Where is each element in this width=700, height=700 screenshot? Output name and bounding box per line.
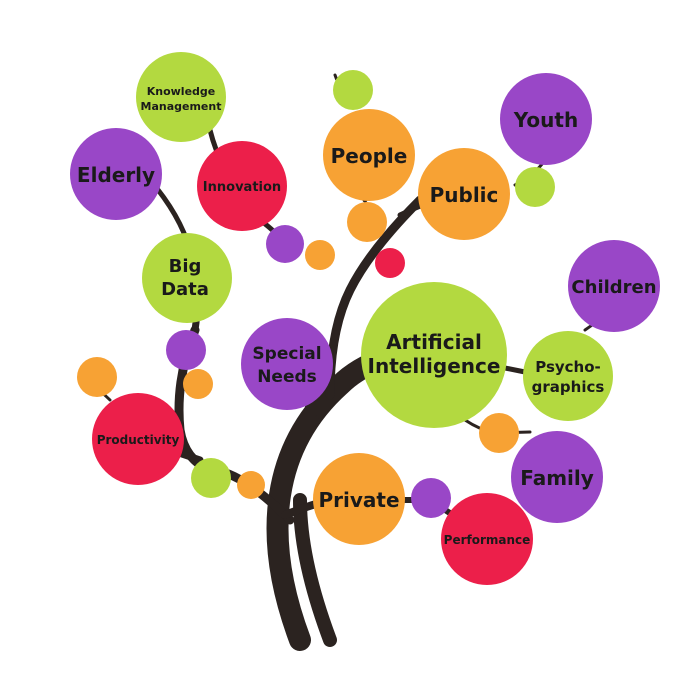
- node-psychographics-label: Psycho-: [535, 358, 601, 376]
- node-knowledge-management-label-2: Management: [141, 100, 222, 113]
- node-people-circle: [323, 109, 415, 201]
- node-big-data-circle: [142, 233, 232, 323]
- node-people-label: People: [331, 144, 408, 168]
- decorative-dots: [77, 70, 555, 518]
- node-innovation-circle: [197, 141, 287, 231]
- node-public-circle: [418, 148, 510, 240]
- node-performance-circle: [441, 493, 533, 585]
- node-psychographics-label-2: graphics: [532, 378, 605, 396]
- node-big-data: Big Data: [142, 233, 232, 323]
- node-people: People: [323, 109, 415, 201]
- dot-purple-bigdata: [166, 330, 206, 370]
- dot-orange-bigdata: [183, 369, 213, 399]
- dot-green-top: [333, 70, 373, 110]
- node-artificial-intelligence-label: Artificial: [386, 330, 482, 354]
- dot-purple-inno: [266, 225, 304, 263]
- node-productivity-label: Productivity: [97, 433, 180, 447]
- node-artificial-intelligence: Artificial Intelligence: [361, 282, 507, 428]
- trunk: [266, 344, 406, 651]
- dot-red-small: [375, 248, 405, 278]
- node-special-needs: Special Needs: [241, 318, 333, 410]
- dot-orange-mid: [347, 202, 387, 242]
- node-public: Public: [418, 148, 510, 240]
- node-youth-circle: [500, 73, 592, 165]
- node-big-data-label-2: Data: [161, 279, 209, 300]
- node-productivity: Productivity: [92, 393, 184, 485]
- dot-orange-ai: [479, 413, 519, 453]
- node-children-circle: [568, 240, 660, 332]
- node-private: Private: [313, 453, 405, 545]
- node-special-needs-label-2: Needs: [257, 367, 317, 387]
- node-private-circle: [313, 453, 405, 545]
- node-performance: Performance: [441, 493, 533, 585]
- node-artificial-intelligence-label-2: Intelligence: [368, 354, 501, 378]
- trunk-fill: [293, 493, 337, 647]
- dot-orange-left: [77, 357, 117, 397]
- node-public-label: Public: [430, 183, 499, 207]
- node-psychographics-circle: [523, 331, 613, 421]
- node-youth-label: Youth: [513, 108, 578, 132]
- dot-green-public: [515, 167, 555, 207]
- node-children: Children: [568, 240, 660, 332]
- node-elderly-label: Elderly: [77, 163, 155, 187]
- node-special-needs-label: Special: [252, 344, 321, 364]
- dot-green-bottom: [191, 458, 231, 498]
- node-children-label: Children: [571, 277, 656, 298]
- dot-orange-bottom: [237, 471, 265, 499]
- dot-purple-private: [411, 478, 451, 518]
- node-family: Family: [511, 431, 603, 523]
- node-productivity-circle: [92, 393, 184, 485]
- node-knowledge-management-label: Knowledge: [147, 85, 216, 98]
- node-innovation-label: Innovation: [203, 180, 281, 195]
- node-performance-label: Performance: [444, 533, 531, 547]
- node-psychographics: Psycho- graphics: [523, 331, 613, 421]
- node-elderly-circle: [70, 128, 162, 220]
- node-innovation: Innovation: [197, 141, 287, 231]
- node-artificial-intelligence-circle: [361, 282, 507, 428]
- node-elderly: Elderly: [70, 128, 162, 220]
- node-youth: Youth: [500, 73, 592, 165]
- node-family-label: Family: [520, 466, 594, 490]
- dot-orange-inno: [305, 240, 335, 270]
- node-big-data-label: Big: [169, 256, 202, 277]
- node-family-circle: [511, 431, 603, 523]
- node-private-label: Private: [318, 488, 399, 512]
- node-knowledge-management: Knowledge Management: [136, 52, 226, 142]
- node-special-needs-circle: [241, 318, 333, 410]
- node-knowledge-management-circle: [136, 52, 226, 142]
